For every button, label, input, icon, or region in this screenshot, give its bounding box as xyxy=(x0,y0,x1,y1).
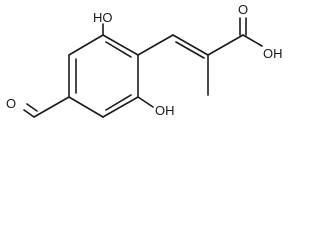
ring-bond-3 xyxy=(102,96,139,118)
ring-bond-1 xyxy=(102,34,139,56)
vinyl-double-outer xyxy=(172,34,209,56)
acid-oh-label: OH xyxy=(263,46,283,61)
benzene-ring xyxy=(68,34,139,118)
aldehyde-co-double xyxy=(26,103,38,112)
ring-bond-3-inner xyxy=(105,94,132,111)
oh-bottom-bond xyxy=(137,96,154,108)
carboxyl-oh-bond xyxy=(242,34,263,47)
ring-bond-6 xyxy=(68,34,104,56)
aldehyde-co-bond xyxy=(23,109,35,118)
molecule-structure: HO OH O O OH xyxy=(6,2,283,118)
acid-o-label: O xyxy=(238,2,248,17)
ring-bond-1-inner xyxy=(105,41,132,58)
ho-top-label: HO xyxy=(93,10,113,25)
aldehyde-c-bond xyxy=(33,96,70,118)
aldehyde-o-label: O xyxy=(6,96,16,111)
ring-bond-4 xyxy=(68,96,104,118)
vinyl-bond-1 xyxy=(137,34,174,56)
carboxyl-c-bond xyxy=(207,34,244,56)
oh-bottom-label: OH xyxy=(155,103,175,118)
vinyl-double-inner xyxy=(175,41,205,59)
